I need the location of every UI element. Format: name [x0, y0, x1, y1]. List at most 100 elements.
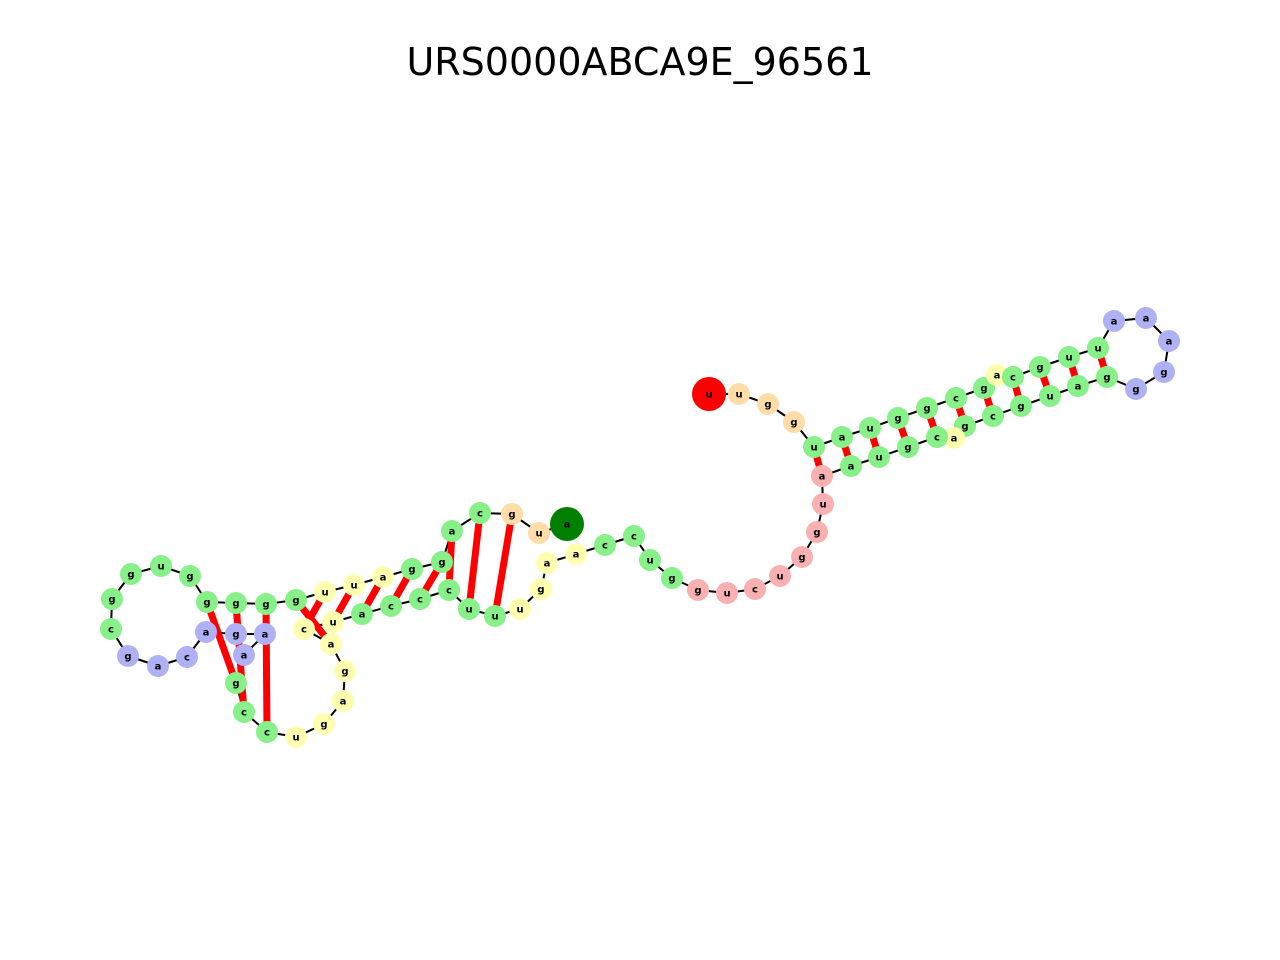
- nucleotide-circle: [343, 574, 365, 596]
- nucleotide-circle: [1058, 346, 1080, 368]
- nucleotide-label: a: [380, 573, 387, 584]
- nucleotide-circle: [225, 623, 247, 645]
- nucleotide-label: u: [516, 605, 523, 616]
- nucleotide-label: g: [798, 553, 805, 564]
- nucleotide-63: c: [233, 701, 255, 723]
- nucleotide-circle: [594, 534, 616, 556]
- nucleotide-82: u: [343, 574, 365, 596]
- nucleotide-label: u: [1046, 392, 1053, 403]
- nucleotide-label: u: [723, 589, 730, 600]
- nucleotide-circle: [254, 623, 276, 645]
- nucleotide-label: c: [477, 509, 483, 520]
- nucleotide-circle: [639, 549, 661, 571]
- nucleotide-47: g: [530, 578, 552, 600]
- nucleotide-44: c: [594, 534, 616, 556]
- nucleotide-label: c: [602, 541, 608, 552]
- nucleotide-circle: [783, 411, 805, 433]
- nucleotide-circle: [100, 618, 122, 640]
- nucleotide-label: a: [1143, 314, 1150, 325]
- nucleotide-18: a: [1135, 307, 1157, 329]
- nucleotide-66: a: [254, 623, 276, 645]
- nucleotide-circle: [806, 521, 828, 543]
- nucleotide-30: g: [897, 436, 919, 458]
- nucleotide-circle: [916, 397, 938, 419]
- nucleotide-circle: [313, 713, 335, 735]
- nucleotide-57: a: [320, 633, 342, 655]
- nucleotide-circle: [840, 455, 862, 477]
- nucleotide-label: u: [292, 733, 299, 744]
- nucleotide-label: c: [388, 602, 394, 613]
- nucleotide-circle: [351, 603, 373, 625]
- nucleotide-90: a: [550, 507, 584, 541]
- nucleotide-circle: [550, 507, 584, 541]
- nucleotide-label: u: [157, 562, 164, 573]
- nucleotide-label: u: [350, 581, 357, 592]
- nucleotide-circle: [528, 522, 550, 544]
- nucleotide-46: a: [536, 552, 558, 574]
- nucleotide-41: g: [661, 567, 683, 589]
- nucleotide-circle: [322, 611, 344, 633]
- nucleotide-circle: [1153, 361, 1175, 383]
- nucleotide-label: u: [875, 453, 882, 464]
- nucleotide-circle: [926, 426, 948, 448]
- nucleotide-68: a: [195, 621, 217, 643]
- nucleotide-circle: [565, 543, 587, 565]
- nucleotide-label: c: [264, 728, 270, 739]
- nucleotide-circle: [150, 555, 172, 577]
- nucleotide-2: u: [728, 383, 750, 405]
- nucleotide-label: a: [203, 628, 210, 639]
- nucleotide-circle: [623, 525, 645, 547]
- nucleotide-70: a: [147, 655, 169, 677]
- nucleotide-circle: [812, 493, 834, 515]
- nucleotide-6: a: [831, 426, 853, 448]
- nucleotide-77: g: [196, 591, 218, 613]
- nucleotide-circle: [887, 407, 909, 429]
- nucleotide-78: g: [225, 592, 247, 614]
- nucleotide-label: c: [417, 595, 423, 606]
- nucleotide-10: c: [945, 387, 967, 409]
- nucleotide-label: u: [491, 612, 498, 623]
- nucleotide-label: g: [108, 595, 115, 606]
- nucleotide-label: a: [155, 662, 162, 673]
- nucleotide-36: g: [791, 546, 813, 568]
- nucleotide-label: a: [544, 559, 551, 570]
- nucleotide-55: u: [322, 611, 344, 633]
- nucleotide-label: g: [438, 558, 445, 569]
- nucleotide-45: a: [565, 543, 587, 565]
- nucleotide-circle: [334, 660, 356, 682]
- nucleotide-label: c: [184, 653, 190, 664]
- nucleotide-label: g: [904, 443, 911, 454]
- nucleotide-label: g: [127, 570, 134, 581]
- nucleotide-label: u: [819, 500, 826, 511]
- nucleotide-13: c: [1002, 366, 1024, 388]
- nucleotide-circle: [431, 551, 453, 573]
- nucleotide-1: u: [692, 377, 726, 411]
- nucleotide-label: a: [359, 610, 366, 621]
- nucleotide-34: u: [812, 493, 834, 515]
- nucleotide-59: a: [332, 690, 354, 712]
- nucleotide-label: a: [994, 371, 1001, 382]
- nucleotide-label: g: [923, 404, 930, 415]
- nucleotide-circle: [256, 721, 278, 743]
- nucleotide-12: a: [986, 364, 1008, 386]
- nucleotide-87: c: [469, 502, 491, 524]
- nucleotide-label: g: [813, 528, 820, 539]
- nucleotide-39: u: [716, 582, 738, 604]
- nucleotide-circle: [868, 446, 890, 468]
- nucleotide-label: a: [839, 433, 846, 444]
- nucleotide-label: u: [1065, 353, 1072, 364]
- nucleotide-53: c: [380, 595, 402, 617]
- nucleotide-circle: [225, 672, 247, 694]
- nucleotide-circle: [147, 655, 169, 677]
- nucleotide-label: g: [262, 600, 269, 611]
- nucleotide-circle: [831, 426, 853, 448]
- base-pair-bond: [491, 513, 516, 617]
- nucleotide-circle: [285, 589, 307, 611]
- nucleotide-label: g: [764, 400, 771, 411]
- nucleotide-circle: [1158, 330, 1180, 352]
- nucleotide-circle: [501, 503, 523, 525]
- nucleotide-50: u: [458, 598, 480, 620]
- nucleotide-circle: [897, 436, 919, 458]
